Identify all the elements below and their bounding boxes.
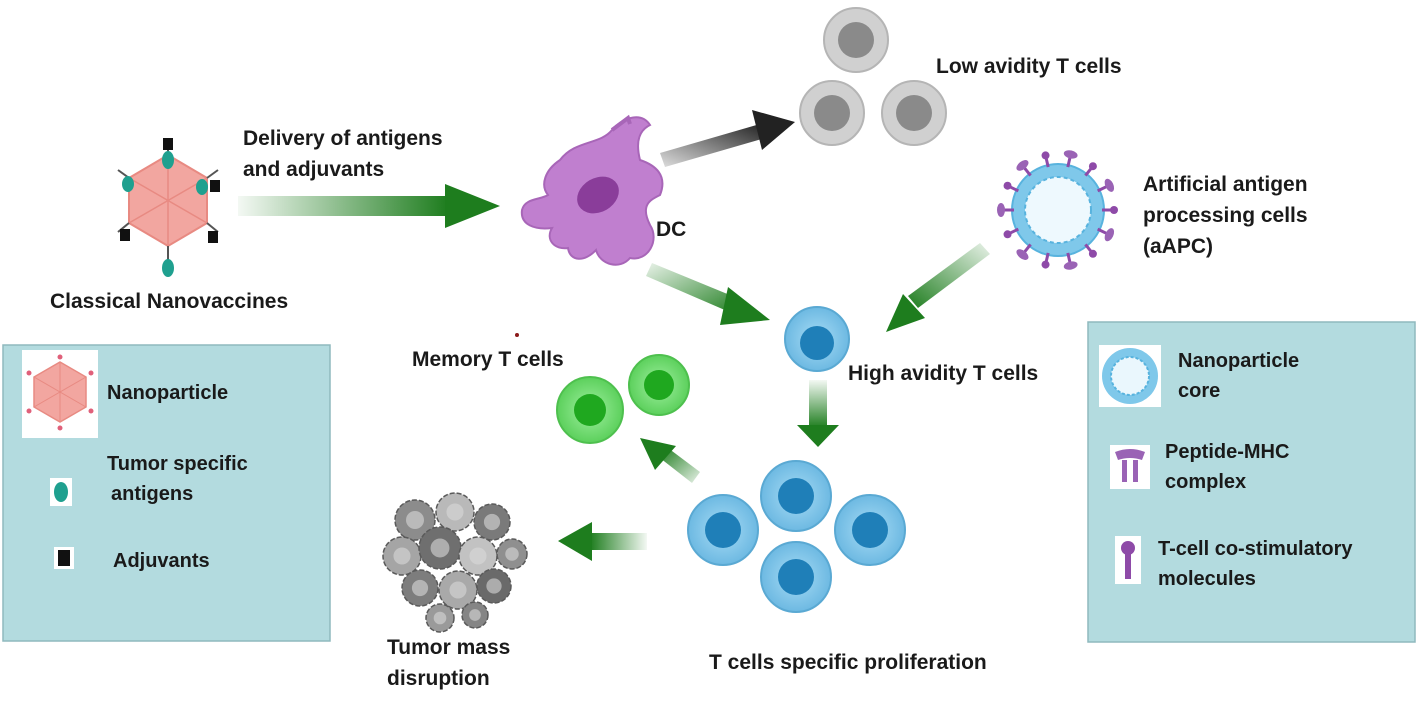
legend-nanoparticle-label: Nanoparticle bbox=[107, 382, 229, 404]
legend-antigen-icon bbox=[50, 478, 72, 506]
delivery-label-line2: and adjuvants bbox=[243, 158, 385, 181]
legend-antigens-label-line2: antigens bbox=[111, 483, 194, 505]
nanovaccine-icon bbox=[117, 138, 220, 277]
delivery-label-line1: Delivery of antigens bbox=[243, 127, 443, 150]
legend-costim-icon bbox=[1115, 536, 1141, 584]
memory-t-cells bbox=[556, 354, 690, 444]
low-avidity-label: Low avidity T cells bbox=[936, 55, 1122, 78]
tumor-mass bbox=[382, 492, 528, 633]
memory-label: Memory T cells bbox=[412, 348, 564, 371]
arrow-to-memory bbox=[640, 438, 700, 483]
classical-nanovaccines-label: Classical Nanovaccines bbox=[50, 290, 289, 313]
tumor-label-line1: Tumor mass bbox=[387, 636, 511, 659]
proliferating-t-cells bbox=[687, 460, 906, 613]
arrow-delivery bbox=[238, 184, 500, 228]
legend-peptide-mhc-icon bbox=[1110, 445, 1150, 489]
tumor-label-line2: disruption bbox=[387, 667, 490, 690]
dendritic-cell bbox=[520, 114, 664, 266]
proliferation-label: T cells specific proliferation bbox=[709, 651, 987, 674]
legend-core-label-line1: Nanoparticle bbox=[1178, 350, 1300, 372]
speck bbox=[515, 333, 519, 337]
legend-costim-label-line2: molecules bbox=[1158, 568, 1256, 590]
legend-costim-label-line1: T-cell co-stimulatory bbox=[1158, 538, 1353, 560]
high-avidity-t-cell bbox=[784, 306, 850, 372]
legend-adjuvants-label: Adjuvants bbox=[113, 550, 210, 572]
aapc-particle bbox=[997, 150, 1118, 270]
legend-nanoparticle-icon bbox=[22, 350, 98, 438]
arrow-aapc-to-high-avidity bbox=[886, 243, 990, 332]
legend-adjuvant-icon bbox=[54, 547, 74, 569]
aapc-label-line2: processing cells bbox=[1143, 204, 1308, 227]
arrow-to-low-avidity bbox=[660, 110, 795, 167]
dc-label: DC bbox=[656, 218, 687, 241]
aapc-label-line1: Artificial antigen bbox=[1143, 173, 1308, 196]
legend-pmhc-label-line2: complex bbox=[1165, 471, 1247, 493]
legend-core-icon bbox=[1099, 345, 1161, 407]
legend-core-label-line2: core bbox=[1178, 380, 1221, 402]
aapc-label-line3: (aAPC) bbox=[1143, 235, 1214, 258]
arrow-to-proliferation bbox=[797, 380, 839, 447]
arrow-to-tumor bbox=[558, 522, 647, 561]
legend-antigens-label-line1: Tumor specific bbox=[107, 453, 248, 475]
legend-pmhc-label-line1: Peptide-MHC bbox=[1165, 441, 1290, 463]
high-avidity-label: High avidity T cells bbox=[848, 362, 1039, 385]
low-avidity-t-cells bbox=[799, 7, 947, 146]
arrow-dc-to-high-avidity bbox=[646, 263, 770, 325]
